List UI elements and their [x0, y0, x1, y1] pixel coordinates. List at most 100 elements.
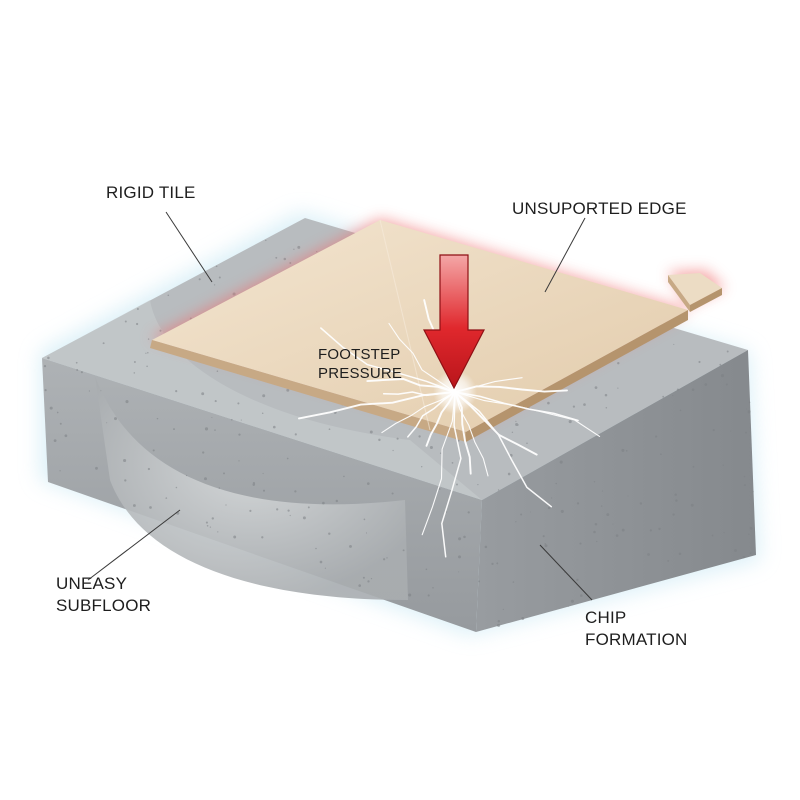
speckle	[88, 390, 91, 392]
speckle	[594, 523, 598, 526]
tile-front-edge	[150, 340, 466, 442]
speckle	[745, 431, 747, 434]
speckle	[392, 449, 394, 452]
rigid-tile-shape	[150, 219, 688, 442]
speckle	[542, 535, 545, 538]
tile-right-edge	[466, 310, 688, 442]
speckle	[173, 428, 175, 431]
speckle	[328, 532, 331, 535]
crack-line	[454, 391, 601, 437]
speckle	[692, 465, 695, 468]
speckle	[201, 392, 205, 396]
speckle	[596, 540, 598, 543]
speckle	[526, 442, 528, 445]
leader-chip-formation	[539, 544, 593, 601]
speckle	[211, 517, 214, 520]
speckle	[175, 389, 178, 393]
slab-right-face	[476, 350, 756, 632]
speckle	[209, 526, 212, 528]
speckle	[286, 457, 289, 460]
speckle	[497, 489, 500, 491]
speckle	[673, 343, 675, 345]
speckle	[261, 536, 264, 539]
speckle	[467, 511, 470, 514]
speckle	[370, 577, 373, 580]
speckle	[576, 578, 579, 582]
speckle	[147, 351, 149, 354]
speckle	[456, 483, 458, 486]
speckle	[477, 483, 479, 486]
speckle	[106, 422, 108, 424]
speckle	[749, 526, 753, 530]
label-uneasy-line2: SUBFLOOR	[56, 596, 152, 615]
speckle	[674, 493, 677, 496]
speckle	[647, 553, 650, 556]
speckle	[676, 388, 679, 391]
speckle	[202, 451, 205, 454]
speckle	[214, 400, 217, 403]
leader-unsupported-edge	[544, 217, 586, 293]
speckle	[165, 497, 168, 499]
speckle	[262, 489, 266, 492]
speckle	[391, 492, 394, 495]
label-chip-formation: CHIP FORMATION	[585, 607, 688, 651]
speckle	[579, 542, 582, 545]
speckle	[593, 530, 596, 534]
speckle	[343, 475, 345, 478]
speckle	[302, 516, 306, 520]
speckle	[152, 449, 155, 452]
speckle	[748, 401, 751, 403]
tile-top-face	[152, 220, 688, 432]
crack-line	[454, 391, 553, 508]
speckle	[502, 608, 504, 611]
speckle	[667, 559, 670, 562]
speckle	[204, 427, 209, 431]
speckle	[206, 524, 209, 527]
speckle	[149, 506, 152, 509]
speckle	[497, 623, 501, 627]
speckle	[44, 389, 47, 392]
speckle	[749, 552, 752, 555]
speckle	[427, 594, 430, 597]
speckle	[690, 503, 694, 507]
speckle	[606, 513, 610, 517]
speckle	[114, 417, 117, 421]
speckle	[678, 552, 682, 556]
speckle	[240, 419, 242, 421]
speckle	[733, 548, 738, 553]
speckle	[594, 386, 598, 389]
speckle	[367, 580, 370, 583]
speckle	[458, 571, 460, 573]
speckle	[315, 547, 317, 550]
speckle	[238, 433, 241, 436]
speckle	[567, 605, 569, 607]
speckle	[559, 460, 563, 464]
label-uneasy-subfloor: UNEASY SUBFLOOR	[56, 573, 151, 617]
speckle	[49, 406, 53, 410]
speckle	[307, 506, 310, 509]
speckle	[349, 544, 352, 548]
speckle	[217, 531, 219, 533]
speckle	[135, 322, 139, 326]
speckle	[53, 439, 57, 443]
speckle	[322, 501, 325, 505]
speckle	[497, 620, 501, 623]
speckle	[145, 352, 147, 354]
speckle	[230, 418, 233, 421]
label-uneasy-line1: UNEASY	[56, 574, 128, 593]
speckle	[520, 513, 523, 516]
speckle	[515, 420, 517, 422]
speckle	[555, 482, 557, 485]
label-unsupported-edge-text: UNSUPORTED EDGE	[512, 199, 687, 218]
speckle	[59, 470, 61, 472]
speckle	[362, 576, 365, 579]
speckle	[601, 490, 604, 492]
speckle	[572, 405, 576, 408]
speckle	[639, 502, 643, 505]
speckle	[496, 562, 499, 565]
speckle	[95, 466, 98, 470]
speckle	[507, 472, 511, 476]
speckle	[47, 356, 50, 360]
label-unsupported-edge: UNSUPORTED EDGE	[512, 198, 687, 220]
speckle	[378, 438, 381, 442]
